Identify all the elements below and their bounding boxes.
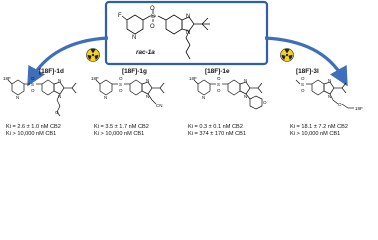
compound-1e-atom: S [217,82,220,87]
compound-name-1g: [18F]-1g [122,68,147,75]
compound-1e-18f-label: 18F [189,76,197,81]
compound-1d-atom: N [58,94,61,99]
compound-1e-atom: O [263,100,267,105]
ki-block-1d: Ki = 2.6 ± 1.0 nM CB2 Ki > 10,000 nM CB1 [6,124,61,137]
lead-structure [121,10,210,60]
compound-1d-atom: N [16,95,19,100]
compound-1e-atom: N [202,95,205,100]
ki-cb1-value: Ki = 374 ± 170 nM CB1 [188,130,246,137]
compound-3l-atom: O [338,102,342,107]
compound-name-1e: [18F]-1e [205,68,230,75]
lead-atom-f: F [118,13,122,19]
compound-1d-atom: O [55,110,59,115]
compound-3l-structure [295,79,354,109]
ki-block-3l: Ki = 18.1 ± 7.2 nM CB2 Ki > 10,000 nM CB… [290,124,348,137]
compound-1g-atom: S [119,82,122,87]
lead-atom-o1: O [150,6,155,12]
compound-1e-atom: O [217,76,221,81]
compound-3l-atom: O [301,88,305,93]
lead-atom-n1: N [186,14,190,20]
curved-arrow-left [27,36,109,87]
compound-1g-atom: O [119,88,123,93]
compound-1g-atom: N [146,78,149,83]
compound-3l-atom: N [328,94,331,99]
compound-1d-atom: O [31,76,35,81]
compound-name-1d: [18F]-1d [39,68,64,75]
scheme-graphics: F N O S O N N rac-1a [3,0,363,117]
compound-1e-atom: O [217,88,221,93]
compound-1g-atom: N [104,95,107,100]
compound-3l-atom: N [328,78,331,83]
compound-1d-atom: S [31,82,34,87]
ki-cb1-value: Ki > 10,000 nM CB1 [290,130,341,137]
reaction-scheme: F N O S O N N rac-1a [3,0,363,137]
compound-1g-atom: N [146,94,149,99]
compound-1d-18f-label: 18F [3,76,11,81]
compound-1g-18f-label: 18F [91,76,99,81]
compound-1d-structure [7,79,77,117]
compound-1e-structure [193,79,263,110]
lead-compound-name: rac-1a [136,49,155,56]
compound-3l-atom: O [301,76,305,81]
ki-cb1-value: Ki > 10,000 nM CB1 [6,130,57,137]
compound-1e-atom: N [244,78,247,83]
compound-3l-18f-label: 18F [355,106,363,111]
curved-arrow-right [264,36,348,87]
compound-1g-atom: O [119,76,123,81]
lead-atom-s: S [151,14,155,20]
compound-1d-atom: N [58,78,61,83]
compound-1d-atom: O [31,88,35,93]
lead-atom-n2: N [186,30,190,36]
ki-cb1-value: Ki > 10,000 nM CB1 [94,130,145,137]
lead-compound-box [104,0,269,66]
ki-cb2-value: Ki = 18.1 ± 7.2 nM CB2 [290,124,348,130]
ki-block-1g: Ki = 3.5 ± 1.7 nM CB2 Ki > 10,000 nM CB1 [94,124,149,137]
radiation-hazard-icon [86,48,100,62]
compound-name-3l: [18F]-3l [296,68,319,75]
compound-1g-structure [95,79,165,105]
lead-atom-n-pyridine: N [132,35,136,41]
compound-1g-atom: CN [156,103,163,108]
lead-atom-o2: O [150,24,155,30]
compound-3l-atom: S [301,82,304,87]
ki-cb2-value: Ki = 2.6 ± 1.0 nM CB2 [6,124,61,130]
compound-1e-atom: N [244,94,247,99]
ki-block-1e: Ki = 0.3 ± 0.1 nM CB2 Ki = 374 ± 170 nM … [188,124,246,137]
ki-cb2-value: Ki = 0.3 ± 0.1 nM CB2 [188,124,243,130]
radiation-hazard-icon [280,48,294,62]
ki-cb2-value: Ki = 3.5 ± 1.7 nM CB2 [94,124,149,130]
